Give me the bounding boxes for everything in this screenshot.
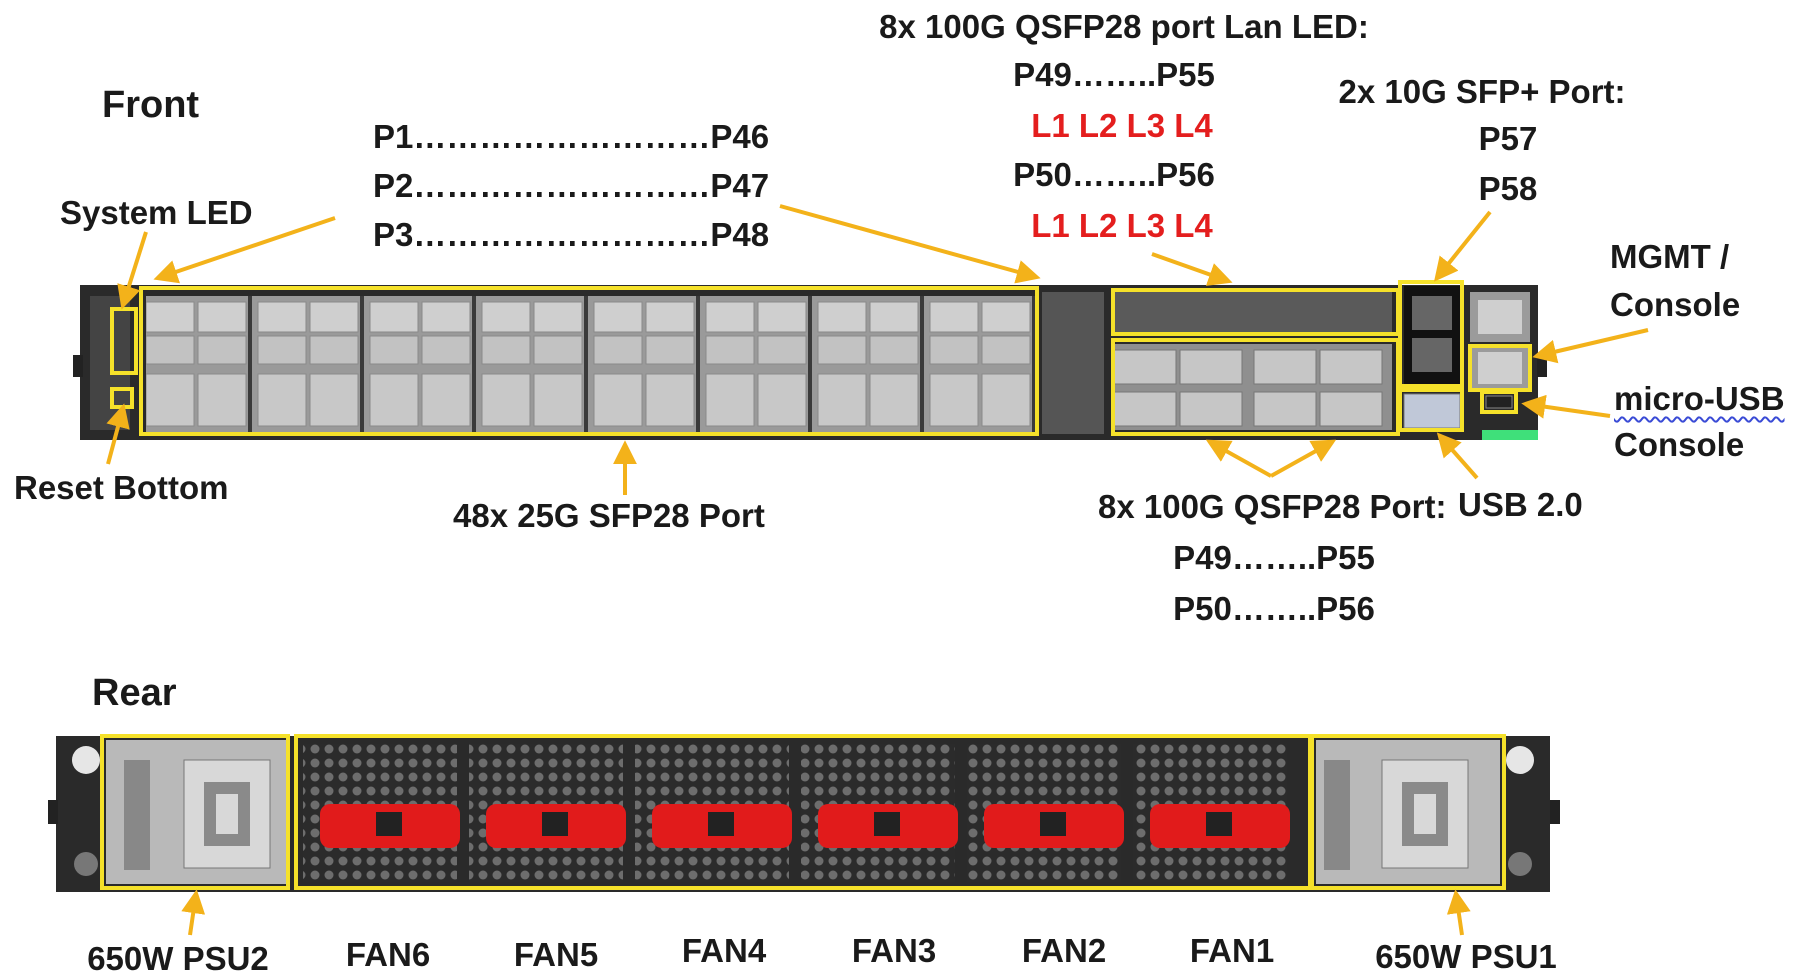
- fan-label-6: FAN6: [345, 936, 431, 973]
- fan-module-1: [1133, 744, 1290, 882]
- front-heading: Front: [102, 84, 200, 126]
- usb-port: [1403, 393, 1461, 429]
- micro-usb-port: [1485, 395, 1513, 409]
- arrow-qsfp28-right: [1270, 439, 1337, 478]
- psu-left-unit: [106, 740, 286, 884]
- fan-label-2: FAN2: [1021, 932, 1107, 969]
- rear-arrows: [181, 889, 1471, 936]
- sfp28-box: [139, 286, 1039, 436]
- micro-usb-label-line-1: micro-USB: [1614, 380, 1785, 417]
- front-arrows: [106, 204, 1649, 495]
- micro-usb-label-line-2: Console: [1614, 426, 1745, 463]
- lan-led-strip: [1112, 292, 1392, 332]
- front-highlight-boxes: [110, 280, 1532, 436]
- lan-led-row-2: L1 L2 L3 L4: [1031, 107, 1213, 144]
- sfp28-row-1: P1………………………P46: [373, 118, 770, 155]
- arrow-usb: [1436, 432, 1479, 480]
- arrow-reset: [106, 403, 130, 465]
- arrow-lan-led: [1151, 252, 1233, 286]
- fan-label-1: FAN1: [1189, 932, 1275, 969]
- fan-label-4: FAN4: [681, 932, 767, 969]
- arrow-mgmt: [1532, 328, 1649, 364]
- front-chassis: [73, 280, 1547, 440]
- psu-left-label: 650W PSU2: [87, 940, 269, 977]
- qsfp28-port-bank: [1112, 344, 1392, 430]
- sfp-plus-title: 2x 10G SFP+ Port:: [1338, 73, 1626, 110]
- arrow-psu-left: [181, 889, 206, 936]
- fan-module-2: [967, 744, 1124, 882]
- arrow-micro-usb: [1521, 394, 1611, 419]
- psu-left-box: [100, 734, 290, 890]
- sfp-plus-box: [1398, 280, 1464, 388]
- psu-right-label: 650W PSU1: [1375, 938, 1557, 975]
- arrow-sfp28-right: [779, 204, 1041, 284]
- fan-label-5: FAN5: [513, 936, 599, 973]
- lan-led-title: 8x 100G QSFP28 port Lan LED:: [879, 8, 1369, 45]
- fan-module-3: [801, 744, 958, 882]
- arrow-sfp28-left: [153, 216, 336, 284]
- arrow-psu-right: [1446, 889, 1471, 936]
- fan-module-6: [303, 744, 460, 882]
- mgmt-label-line-2: Console: [1610, 286, 1741, 323]
- arrow-system-led: [117, 231, 148, 310]
- qsfp28-row-2: P50……..P56: [1173, 590, 1375, 627]
- sfp28-row-2: P2………………………P47: [373, 167, 770, 204]
- fan-label-3: FAN3: [851, 932, 937, 969]
- fan-modules: [303, 744, 1290, 882]
- sfp-plus-port-57: P57: [1478, 120, 1538, 157]
- rear-heading: Rear: [92, 672, 177, 714]
- lan-led-row-1: P49……..P55: [1013, 56, 1215, 93]
- psu-right-unit: [1316, 740, 1500, 884]
- center-blank-panel: [1042, 292, 1104, 434]
- usb-box: [1398, 388, 1464, 432]
- micro-usb-box: [1480, 390, 1518, 414]
- sfp28-caption: 48x 25G SFP28 Port: [453, 497, 765, 534]
- sfp28-port-bank: [146, 296, 1036, 434]
- system-led-label: System LED: [60, 194, 253, 231]
- qsfp28-title: 8x 100G QSFP28 Port:: [1098, 488, 1447, 525]
- rear-highlight-boxes: [100, 734, 1506, 890]
- arrow-sfp-plus: [1433, 210, 1492, 282]
- psu-right-box: [1310, 734, 1506, 890]
- sfp-plus-port-58: P58: [1478, 170, 1538, 207]
- arrow-qsfp28-left: [1205, 439, 1272, 478]
- rear-chassis: [48, 734, 1560, 892]
- status-led-bar: [1482, 430, 1538, 440]
- lan-led-row-4: L1 L2 L3 L4: [1031, 207, 1213, 244]
- reset-button-label: Reset Bottom: [14, 469, 229, 506]
- qsfp28-row-1: P49……..P55: [1173, 539, 1375, 576]
- usb-label: USB 2.0: [1458, 486, 1583, 523]
- sfp28-row-3: P3………………………P48: [373, 216, 770, 253]
- fan-module-5: [469, 744, 626, 882]
- mgmt-label-line-1: MGMT /: [1610, 238, 1730, 275]
- fan-module-4: [635, 744, 792, 882]
- lan-led-row-3: P50……..P56: [1013, 156, 1215, 193]
